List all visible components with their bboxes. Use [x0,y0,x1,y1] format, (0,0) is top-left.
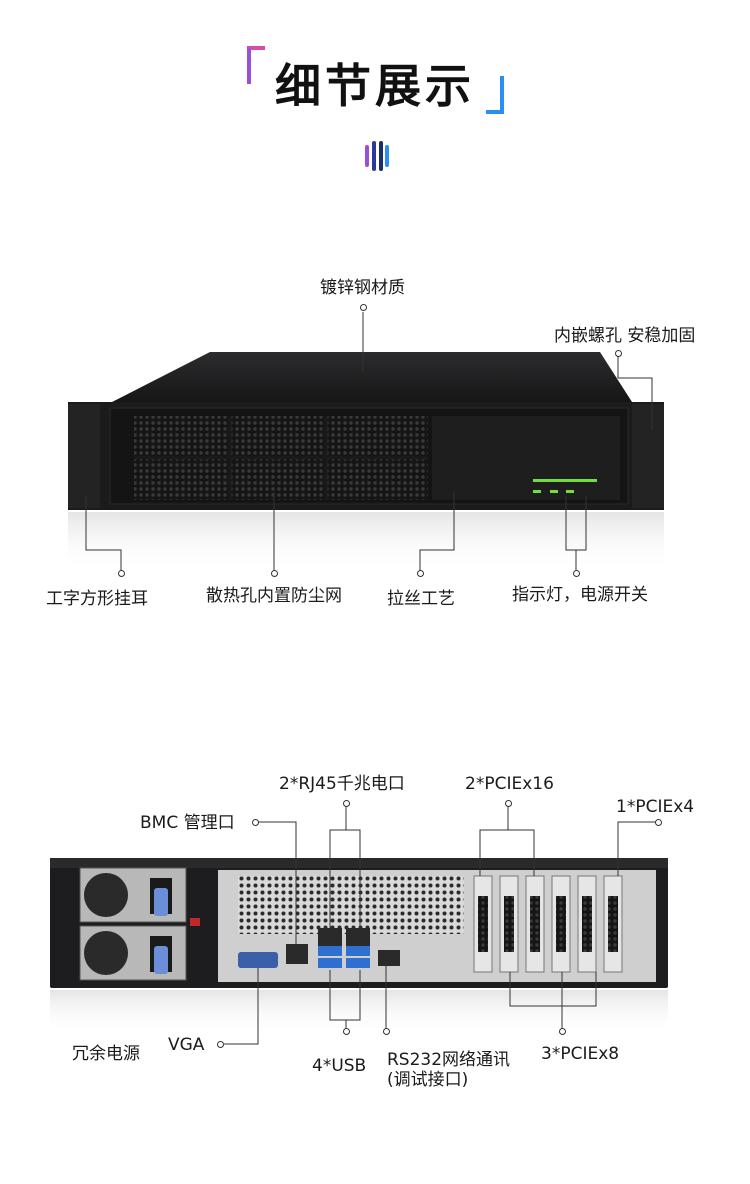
callout-redundant-psu: 冗余电源 [72,1044,140,1064]
callout-dot [416,570,424,577]
callout-dot [117,570,125,577]
page-title: 细节展示 [275,59,475,113]
callout-pciex8: 3*PCIEx8 [541,1044,620,1064]
callout-usb: 4*USB [312,1056,367,1076]
callout-indicator-power: 指示灯，电源开关 [512,585,648,605]
callout-vga: VGA [168,1035,205,1055]
callout-dot [654,818,662,826]
callout-dot [252,818,259,826]
callout-dot [270,570,278,577]
callout-dot [558,1028,566,1035]
callout-galvanized-steel: 镀锌钢材质 [320,278,405,298]
callout-bmc: BMC 管理口 [140,813,235,833]
callout-dot [342,800,350,807]
divider-bars-icon [365,141,389,171]
callout-dot [359,304,367,311]
title-bracket-right [486,76,504,114]
callout-rs232-debug: (调试接口) [387,1070,469,1090]
callout-brushed-finish: 拉丝工艺 [387,589,455,609]
callout-dot [217,1040,224,1048]
callout-dot [504,800,512,807]
callout-mounting-ear: 工字方形挂耳 [46,589,148,609]
callout-dot [614,350,622,357]
callout-rs232: RS232网络通讯 [387,1050,511,1070]
callout-embedded-screw: 内嵌螺孔 安稳加固 [554,326,696,346]
callout-vent-mesh: 散热孔内置防尘网 [206,586,342,606]
callout-dot [342,1028,350,1035]
callout-pciex16: 2*PCIEx16 [465,774,554,794]
title-bracket-left [247,46,265,84]
callout-dot [572,570,580,577]
callout-dot [382,1028,390,1035]
callout-pciex4: 1*PCIEx4 [616,797,695,817]
callout-rj45: 2*RJ45千兆电口 [279,774,405,794]
